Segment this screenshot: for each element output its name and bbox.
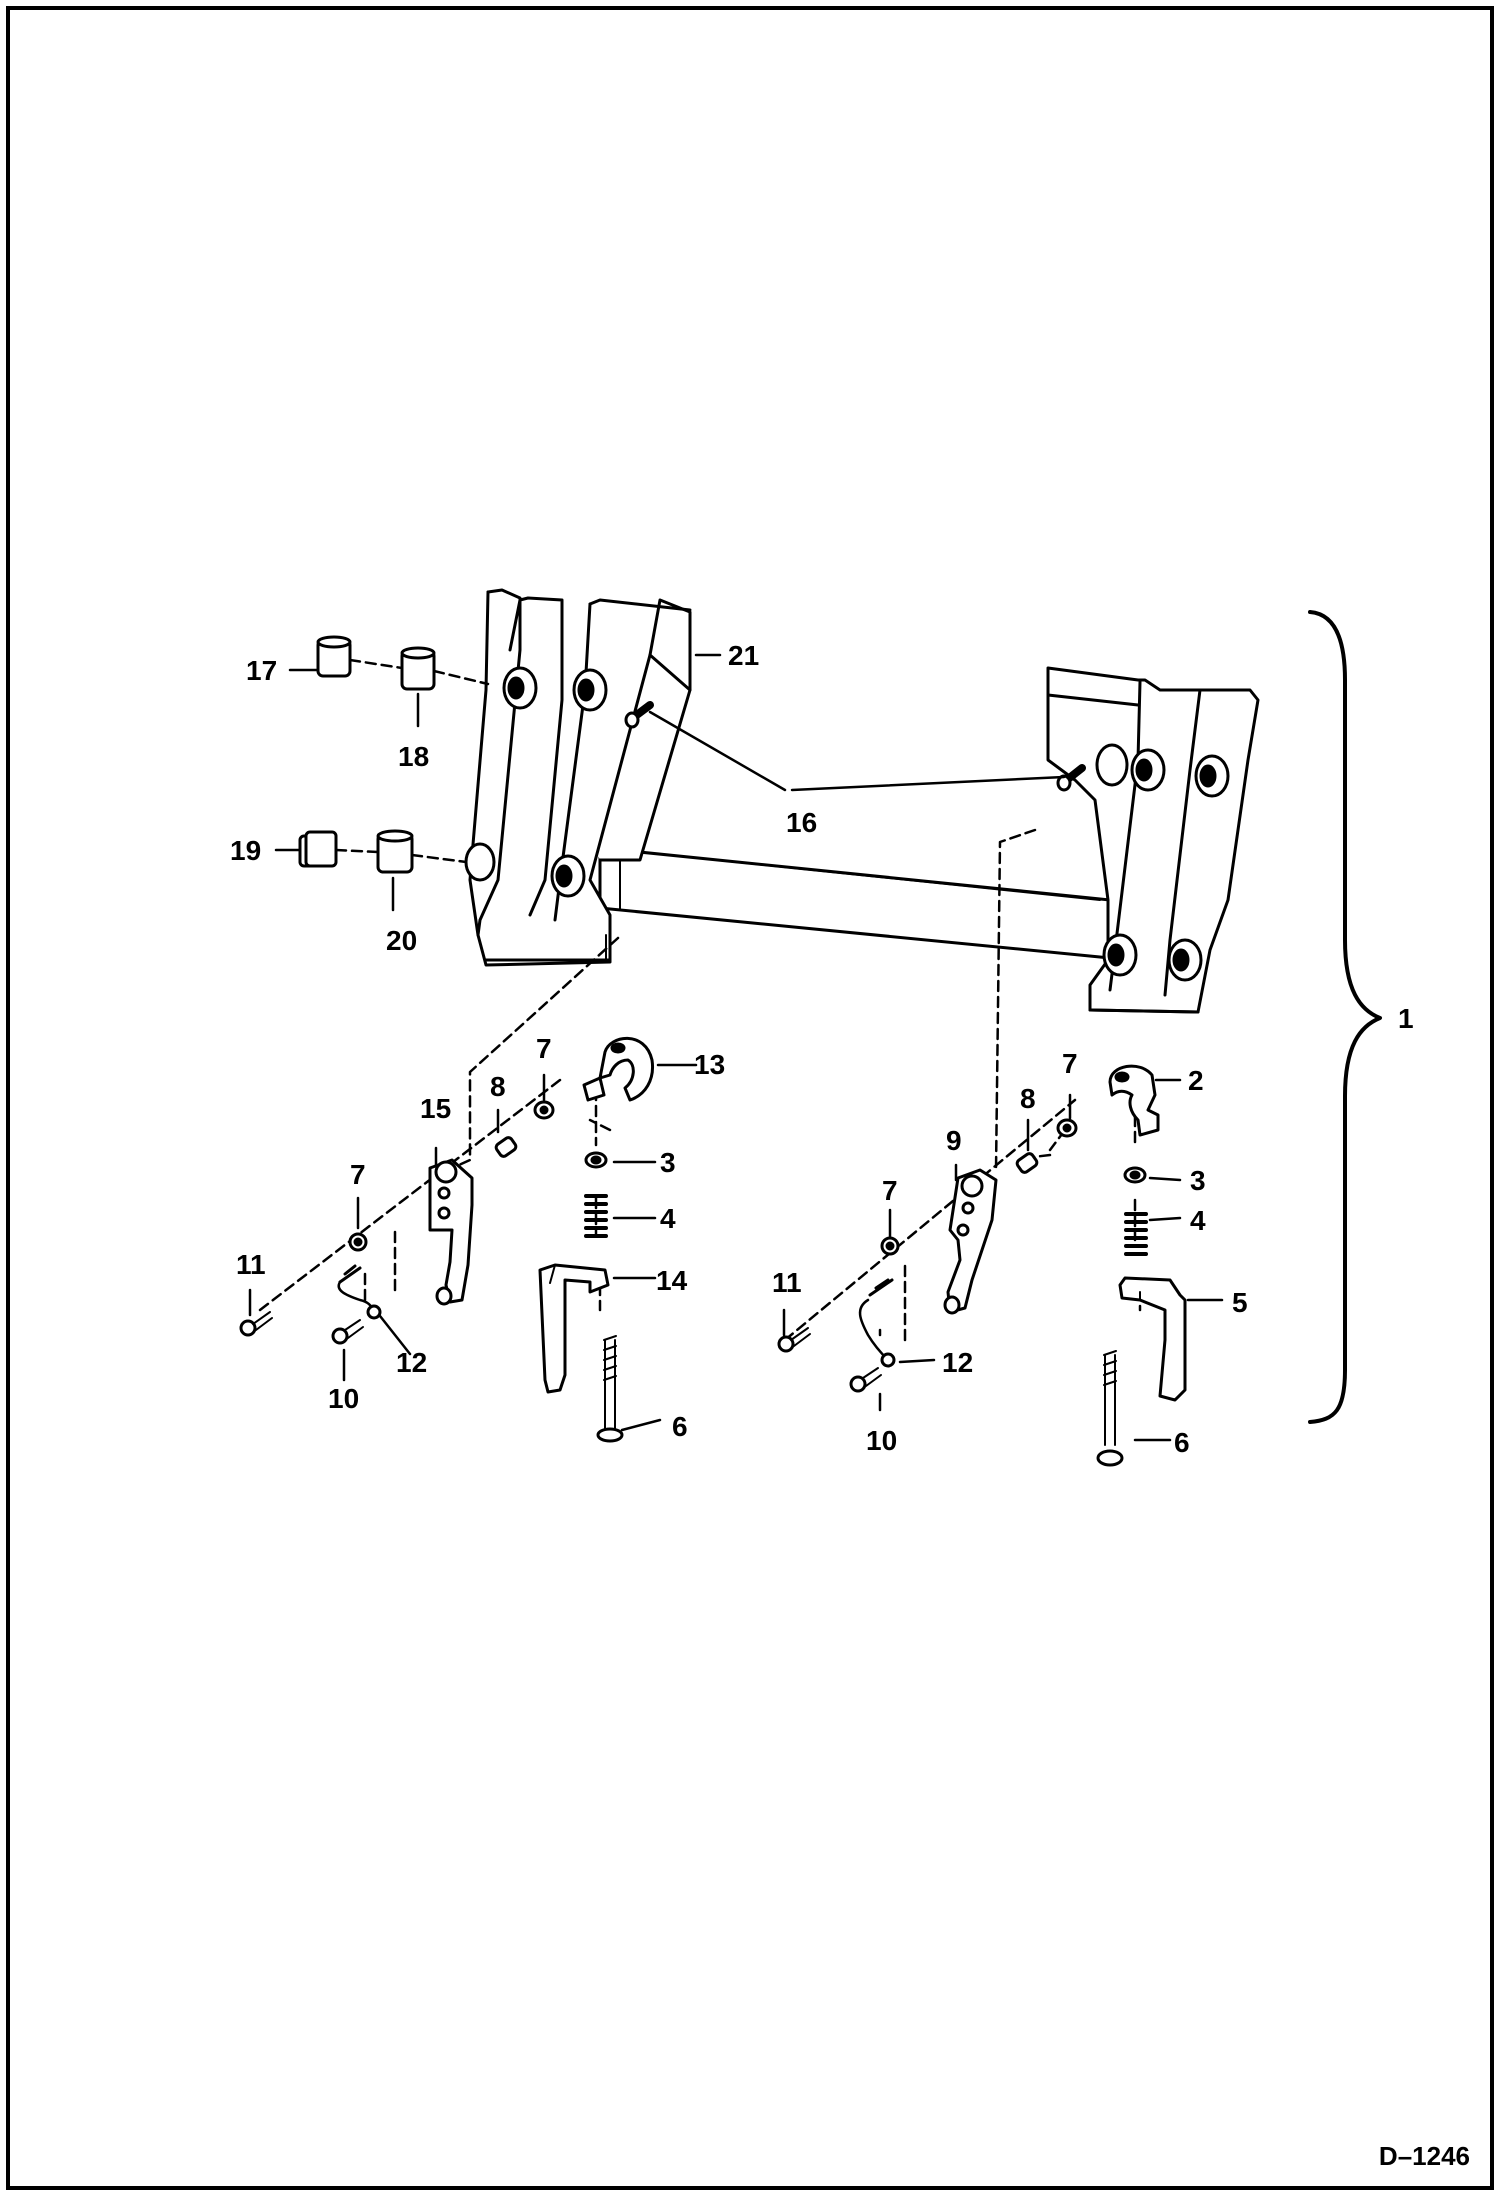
bushing-19: [298, 830, 338, 868]
callout-10-right: 10: [866, 1425, 897, 1456]
callout-5: 5: [1232, 1287, 1248, 1318]
bushing-8-right: [1015, 1152, 1039, 1174]
latch-body-5: [1118, 1276, 1187, 1402]
callout-16: 16: [786, 807, 817, 838]
pin-spring-12-right: [858, 1278, 896, 1368]
callout-11-left: 11: [236, 1249, 266, 1280]
callout-12-left: 12: [396, 1347, 427, 1378]
latch-body-14: [538, 1263, 610, 1394]
stud-left: [624, 701, 654, 729]
latch-wedge-2: [1108, 1064, 1160, 1137]
callout-3-left: 3: [660, 1147, 676, 1178]
assembly-lines: [258, 658, 1142, 1342]
callout-17: 17: [246, 655, 277, 686]
callout-19: 19: [230, 835, 261, 866]
bolt-10-left: [331, 1319, 364, 1345]
callout-14: 14: [656, 1265, 688, 1296]
bushing-8-left: [494, 1136, 518, 1158]
page-border: [6, 6, 1494, 2190]
bushing-17: [316, 635, 352, 678]
washer-3-right: [1123, 1166, 1147, 1184]
washer-7-d: [880, 1236, 900, 1256]
stud-right: [1056, 764, 1086, 792]
callout-7-b: 7: [350, 1159, 366, 1190]
callout-20: 20: [386, 925, 417, 956]
callout-18: 18: [398, 741, 429, 772]
callout-2: 2: [1188, 1065, 1204, 1096]
callout-7-a: 7: [536, 1033, 552, 1064]
callout-8-right: 8: [1020, 1083, 1036, 1114]
callout-11-right: 11: [772, 1267, 802, 1298]
callout-3-right: 3: [1190, 1165, 1206, 1196]
leader-lines: [248, 653, 1224, 1442]
washer-7-a: [533, 1100, 555, 1120]
bolt-6-left: [596, 1335, 624, 1443]
drawing-number: D–1246: [1378, 2141, 1470, 2171]
latch-lever-left: [428, 1158, 474, 1306]
callouts: 1 2 3 3 4 4 5 6 6 7 7 7 7 8 8 9 10 10 11…: [230, 640, 1414, 1458]
callout-15: 15: [420, 1093, 451, 1124]
callout-4-left: 4: [660, 1203, 676, 1234]
right-mounting-plates: [1046, 666, 1260, 1014]
callout-10-left: 10: [328, 1383, 359, 1414]
callout-8-left: 8: [490, 1071, 506, 1102]
callout-6-right: 6: [1174, 1427, 1190, 1458]
bolt-11-left: [239, 1311, 273, 1337]
washer-7-c: [1056, 1118, 1078, 1138]
washer-7-b: [348, 1232, 368, 1252]
callout-6-left: 6: [672, 1411, 688, 1442]
callout-4-right: 4: [1190, 1205, 1206, 1236]
spring-4-right: [1124, 1212, 1148, 1256]
callout-7-d: 7: [882, 1175, 898, 1206]
left-mounting-plates: [464, 588, 692, 967]
callout-21: 21: [728, 640, 759, 671]
callout-12-right: 12: [942, 1347, 973, 1378]
pin-spring-12-left: [337, 1264, 382, 1320]
latch-lever-right: [943, 1168, 998, 1315]
spring-4-left: [584, 1194, 608, 1238]
assembly-brace: [1308, 610, 1382, 1424]
callout-13: 13: [694, 1049, 725, 1080]
latch-wedge-13: [582, 1036, 655, 1102]
bolt-6-right: [1096, 1350, 1124, 1467]
cross-tube: [598, 846, 1112, 960]
bushing-18: [400, 646, 436, 691]
bushing-20: [376, 829, 414, 874]
bolt-11-right: [777, 1327, 811, 1353]
callout-7-c: 7: [1062, 1048, 1078, 1079]
callout-1: 1: [1398, 1003, 1414, 1034]
callout-9: 9: [946, 1125, 962, 1156]
washer-3-left: [584, 1151, 608, 1169]
bolt-10-right: [849, 1367, 882, 1393]
